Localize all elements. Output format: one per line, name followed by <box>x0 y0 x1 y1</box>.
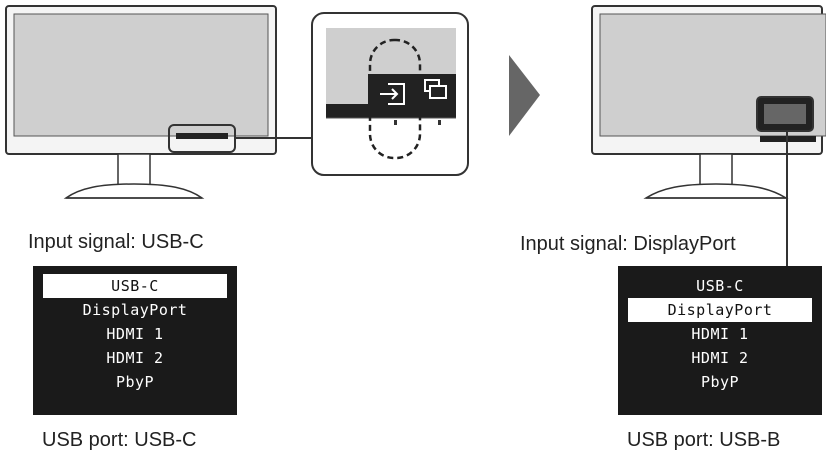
window-overlay-icon <box>424 79 447 99</box>
right-menu-item-pbyp[interactable]: PbyP <box>700 373 740 391</box>
right-menu-item-hdmi-1[interactable]: HDMI 1 <box>691 325 749 343</box>
right-monitor-neck <box>699 153 733 187</box>
transition-arrow-icon <box>509 55 540 136</box>
zoom-bezel-strip <box>326 118 456 128</box>
left-monitor-neck <box>117 153 151 187</box>
right-menu-item-hdmi-2[interactable]: HDMI 2 <box>691 349 749 367</box>
input-signal-icon <box>380 83 405 105</box>
left-monitor-screen <box>13 13 269 137</box>
right-menu-item-displayport[interactable]: DisplayPort <box>628 298 812 322</box>
zoom-dashed-highlight <box>368 38 422 160</box>
right-usb-caption: USB port: USB-B <box>627 429 781 451</box>
zoom-osd-dark-band <box>326 104 368 118</box>
right-input-caption: Input signal: DisplayPort <box>520 233 736 255</box>
zoom-button-marker-2 <box>438 120 441 125</box>
zoom-button-marker-1 <box>394 120 397 125</box>
left-menu-item-pbyp[interactable]: PbyP <box>115 373 155 391</box>
right-monitor-stand <box>643 183 789 199</box>
left-menu-item-hdmi-1[interactable]: HDMI 1 <box>106 325 164 343</box>
left-menu-item-displayport[interactable]: DisplayPort <box>82 301 188 319</box>
left-menu-item-hdmi-2[interactable]: HDMI 2 <box>106 349 164 367</box>
zoom-callout <box>311 12 469 176</box>
left-menu-item-usb-c[interactable]: USB-C <box>43 274 227 298</box>
left-monitor-osd-bar <box>176 133 228 139</box>
right-monitor-highlight-inner <box>764 104 806 124</box>
left-input-caption: Input signal: USB-C <box>28 231 204 253</box>
left-monitor-stand <box>63 183 205 199</box>
right-menu-item-usb-c[interactable]: USB-C <box>696 277 744 295</box>
left-monitor <box>5 5 277 199</box>
right-monitor <box>591 5 826 199</box>
left-usb-caption: USB port: USB-C <box>42 429 197 451</box>
